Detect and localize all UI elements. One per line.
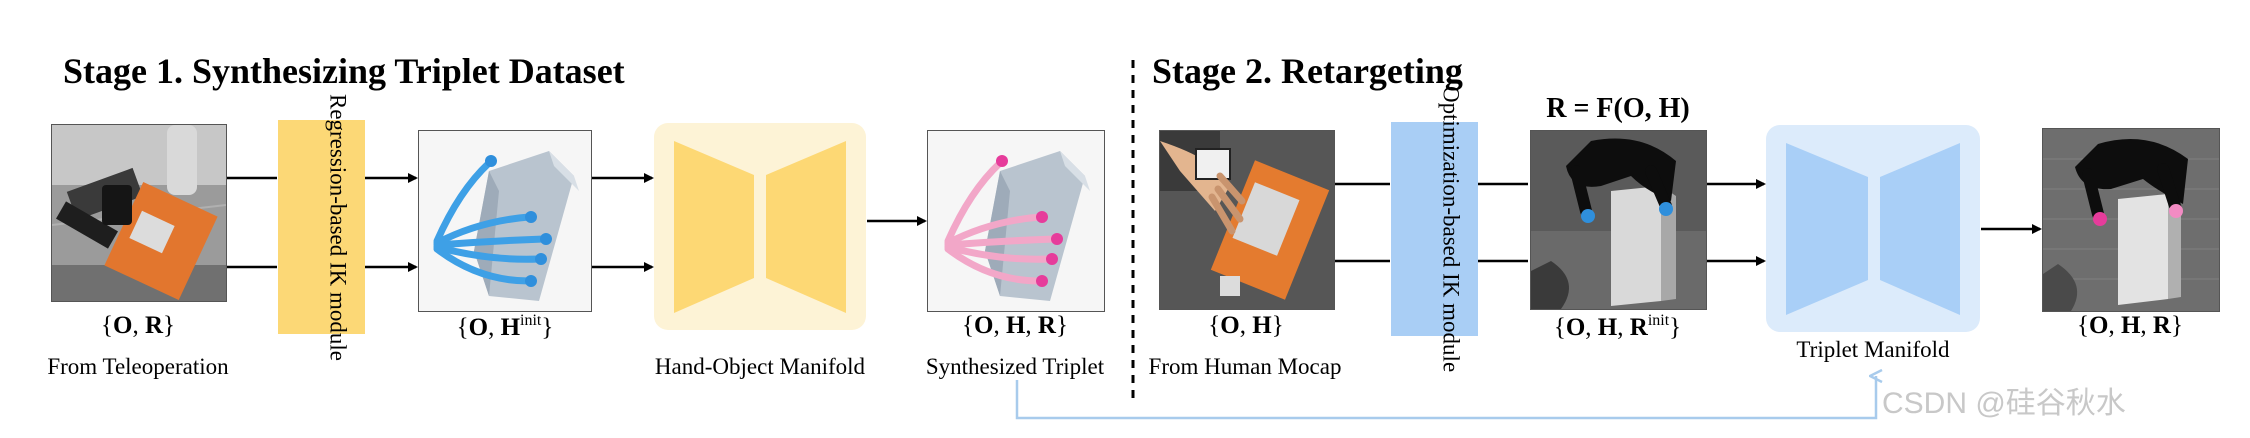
label-o-h: {O, H} (1196, 312, 1296, 340)
human-mocap-image (1159, 130, 1335, 310)
teleop-robot-image (51, 124, 227, 302)
caption-human-mocap: From Human Mocap (1130, 354, 1360, 380)
label-o-hinit: {O, Hinit} (420, 312, 590, 342)
hand-init-image (418, 130, 592, 312)
caption-triplet-manifold: Triplet Manifold (1753, 337, 1993, 363)
regression-ik-module: Regression-based IK module (278, 120, 365, 334)
optimization-ik-label: Optimization-based IK module (1405, 86, 1465, 372)
caption-synthesized-triplet: Synthesized Triplet (905, 354, 1125, 380)
watermark: CSDN @硅谷秋水 (1882, 378, 2126, 422)
label-o-h-r-output: {O, H, R} (2040, 312, 2220, 340)
caption-teleop: From Teleoperation (18, 354, 258, 380)
optimization-ik-module: Optimization-based IK module (1391, 122, 1478, 336)
robot-init-image (1530, 130, 1707, 310)
caption-hand-object-manifold: Hand-Object Manifold (640, 354, 880, 380)
synthesized-triplet-image (927, 130, 1105, 312)
retargeted-output-image (2042, 128, 2220, 312)
label-o-h-rinit: {O, H, Rinit} (1530, 312, 1705, 342)
triplet-manifold (1766, 125, 1980, 332)
feedback-arrow (1017, 376, 1876, 418)
label-o-r: {O, R} (88, 312, 188, 340)
label-o-h-r-synth: {O, H, R} (925, 312, 1105, 340)
regression-ik-label: Regression-based IK module (292, 94, 352, 361)
retarget-formula: R = F(O, H) (1528, 93, 1708, 125)
hand-object-manifold (654, 123, 866, 330)
